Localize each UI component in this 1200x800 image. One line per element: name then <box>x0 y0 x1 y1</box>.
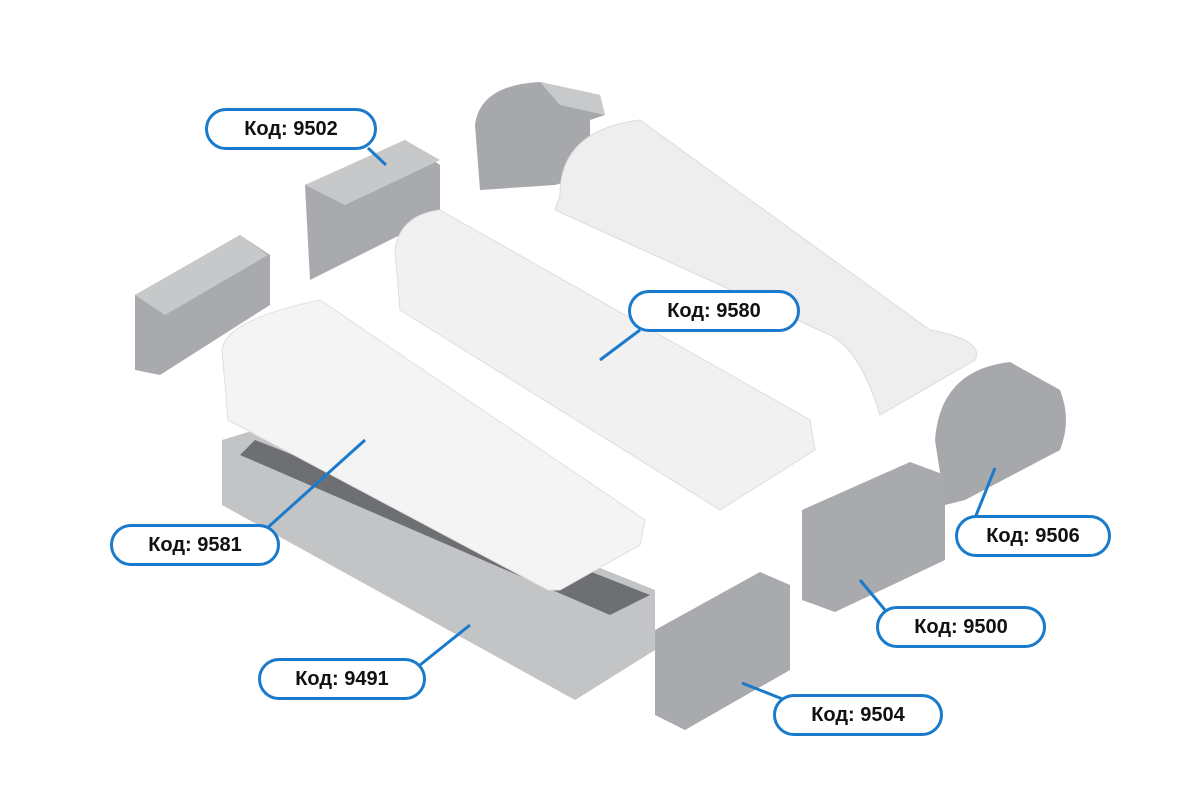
leader-lines <box>263 146 997 702</box>
end-cap-left <box>135 235 270 375</box>
end-cap-9506 <box>935 362 1066 505</box>
end-cap-9500 <box>802 462 945 612</box>
label-code-9502: Код: 9502 <box>205 108 377 150</box>
end-cap-9504 <box>655 572 790 730</box>
label-code-9500: Код: 9500 <box>876 606 1046 648</box>
label-code-9506: Код: 9506 <box>955 515 1111 557</box>
diffuser-9580 <box>394 209 816 511</box>
diffuser-round-9506-cover <box>554 119 977 416</box>
diffuser-9581 <box>221 299 646 591</box>
label-code-9504: Код: 9504 <box>773 694 943 736</box>
label-code-9580: Код: 9580 <box>628 290 800 332</box>
end-cap-9502 <box>305 140 440 280</box>
label-code-9491: Код: 9491 <box>258 658 426 700</box>
label-code-9581: Код: 9581 <box>110 524 280 566</box>
